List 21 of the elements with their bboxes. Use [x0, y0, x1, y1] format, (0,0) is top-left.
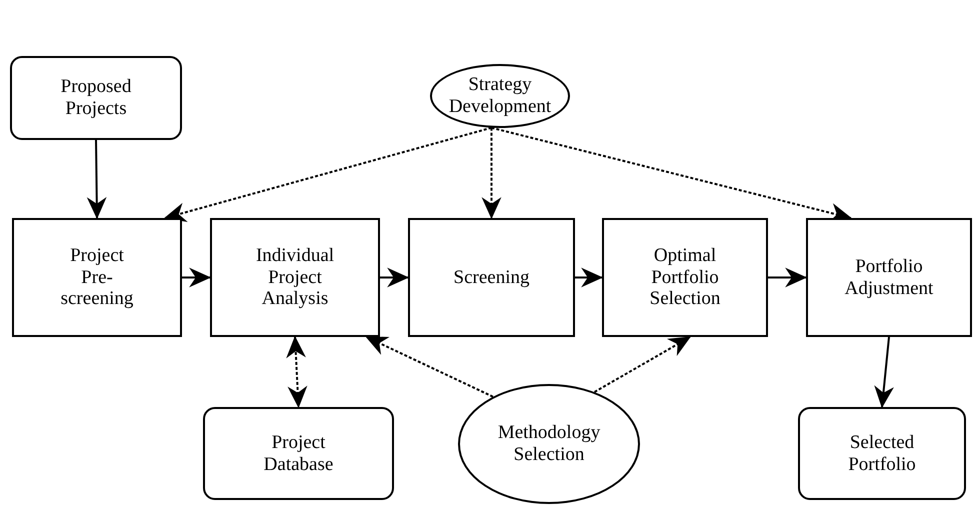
- arrow: [86, 140, 107, 220]
- process-box: Project Pre-screening: [12, 218, 182, 337]
- arrow: [874, 336, 894, 408]
- process-box: Screening: [408, 218, 575, 337]
- arrow: [482, 128, 502, 220]
- arrow: [365, 336, 494, 398]
- arrow: [768, 268, 808, 288]
- process-ellipse: Methodology Selection: [458, 384, 640, 504]
- rounded-box: Project Database: [203, 407, 394, 500]
- process-box: Optimal Portfolio Selection: [602, 218, 768, 337]
- arrow: [182, 268, 212, 288]
- arrow: [380, 268, 410, 288]
- rounded-box: Proposed Projects: [10, 56, 182, 140]
- process-ellipse: Strategy Development: [430, 64, 570, 128]
- arrow: [594, 336, 691, 393]
- rounded-box: Selected Portfolio: [798, 407, 966, 500]
- process-box: Individual Project Analysis: [210, 218, 380, 337]
- arrow: [286, 336, 308, 408]
- arrow: [164, 126, 492, 222]
- arrow: [575, 268, 604, 288]
- process-box: Portfolio Adjustment: [806, 218, 972, 337]
